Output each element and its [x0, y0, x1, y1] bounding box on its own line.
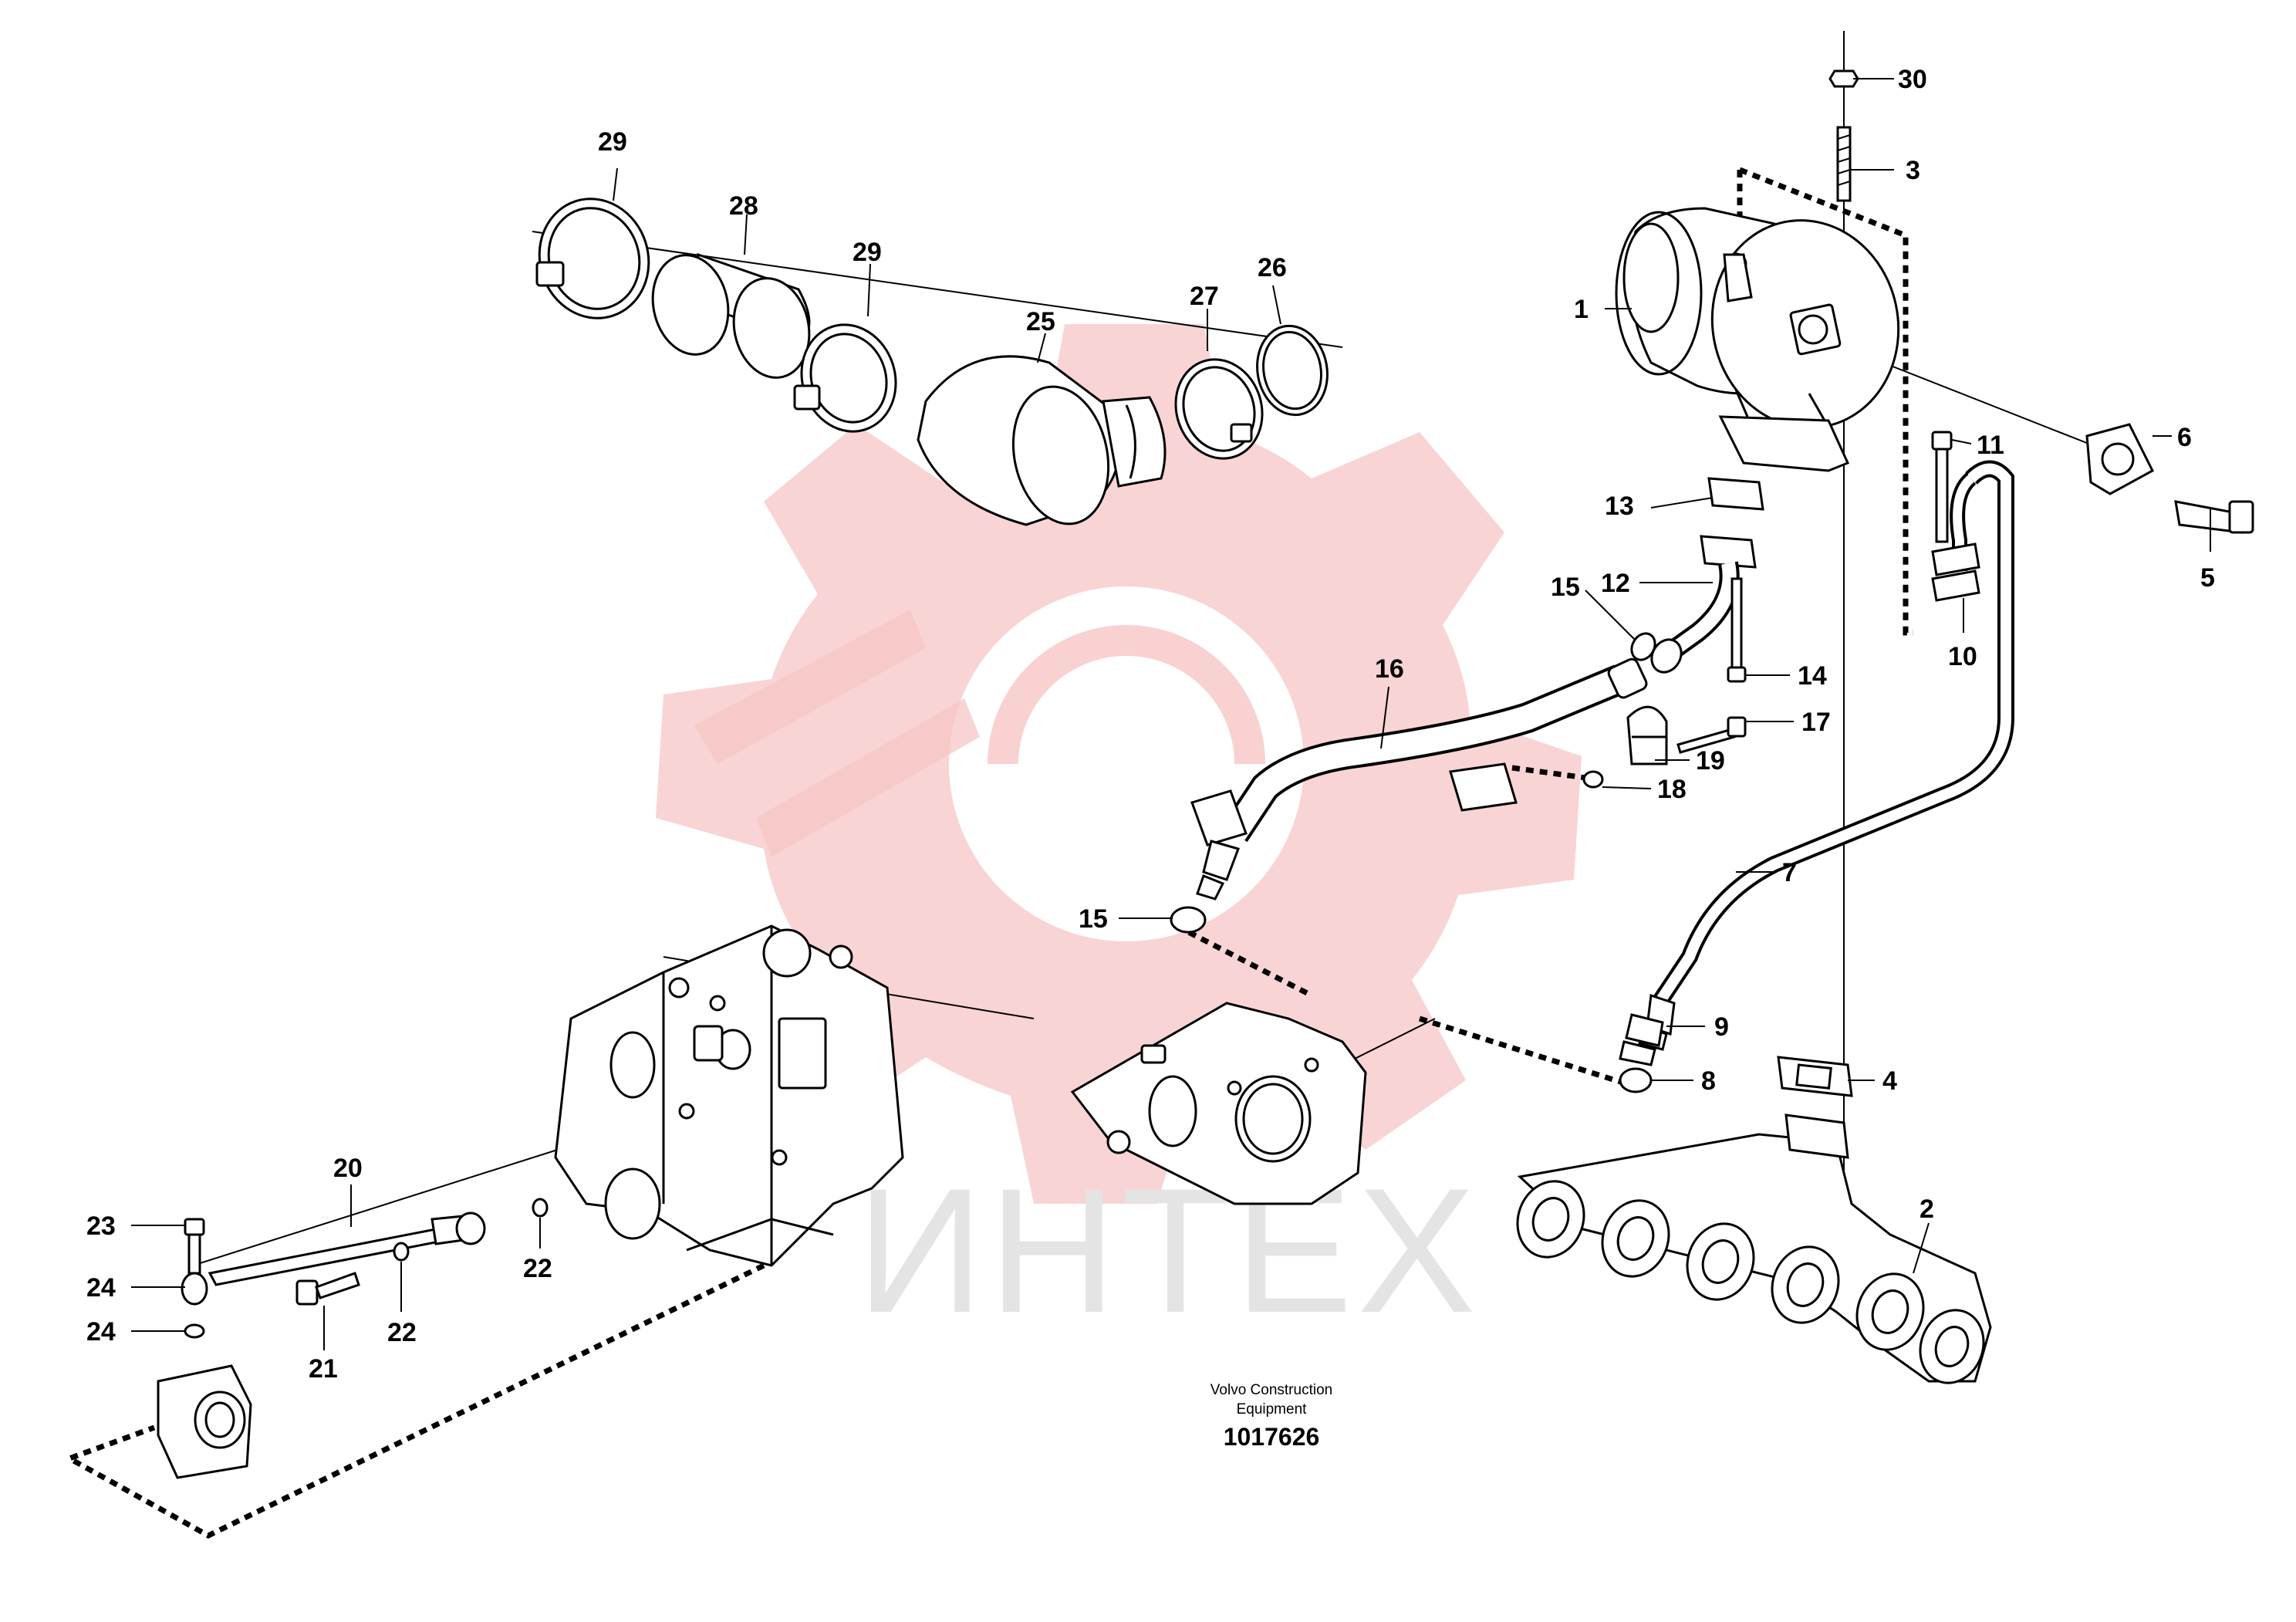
manifold-gasket-4 — [1777, 1056, 1853, 1097]
flange-gasket-6 — [2085, 423, 2154, 495]
engine-block-partial — [554, 924, 904, 1267]
callout-27: 27 — [1190, 282, 1219, 311]
callout-20: 20 — [333, 1154, 363, 1183]
callout-2: 2 — [1920, 1195, 1934, 1224]
callout-26: 26 — [1258, 253, 1287, 282]
callout-13: 13 — [1605, 492, 1634, 521]
diagram-caption: Volvo Construction Equipment 1017626 — [1210, 1382, 1332, 1451]
leader-lines — [131, 78, 2211, 1350]
washer-22a — [532, 1198, 549, 1218]
dashed-connection-lines — [62, 167, 1913, 1539]
bolt-11 — [1931, 431, 1953, 543]
callout-8: 8 — [1701, 1066, 1716, 1096]
flange-plate — [157, 1364, 252, 1479]
callout-23: 23 — [86, 1211, 116, 1241]
callout-22-left: 22 — [387, 1318, 417, 1347]
callout-1: 1 — [1574, 295, 1589, 324]
oil-pipe-7 — [1638, 460, 2014, 1051]
callout-29-right: 29 — [853, 238, 882, 267]
oil-pipe-flange-10 — [1931, 542, 1980, 602]
callout-17: 17 — [1801, 708, 1831, 737]
callout-15-upper: 15 — [1551, 573, 1580, 602]
return-hose-16 — [1190, 657, 1648, 901]
callout-6: 6 — [2177, 423, 2192, 452]
callout-29-left: 29 — [598, 127, 627, 157]
callout-7: 7 — [1782, 858, 1797, 887]
callout-11: 11 — [1977, 431, 2004, 460]
washer-24b — [184, 1323, 205, 1339]
intake-clamp-27 — [1174, 358, 1264, 460]
sealing-ring-15b — [1170, 906, 1207, 934]
watermark-text: ИНТЕХ — [856, 1151, 1481, 1350]
washer-22b — [393, 1242, 410, 1262]
callout-28: 28 — [729, 191, 758, 221]
turbo-stud-3 — [1836, 126, 1852, 202]
callout-12: 12 — [1601, 569, 1630, 598]
callout-16: 16 — [1375, 654, 1404, 684]
banjo-20 — [181, 1211, 486, 1306]
sealing-ring-8 — [1619, 1067, 1653, 1093]
intake-hose-28 — [651, 252, 811, 379]
cylinder-head-partial — [1070, 1002, 1367, 1205]
intake-clamp-29a — [535, 198, 650, 319]
intake-clamp-29b — [793, 323, 897, 433]
turbo-nut-30 — [1828, 69, 1859, 88]
callout-19: 19 — [1696, 746, 1725, 776]
callout-15-lower: 15 — [1079, 904, 1108, 934]
bolt-21 — [295, 1272, 360, 1306]
callout-14: 14 — [1798, 661, 1827, 691]
callout-18: 18 — [1657, 775, 1687, 804]
air-filter-element-25 — [917, 355, 1167, 526]
callout-22-right: 22 — [523, 1254, 552, 1283]
return-pipe-12 — [1650, 535, 1757, 674]
diagram-number: 1017626 — [1224, 1423, 1320, 1451]
callout-9: 9 — [1714, 1012, 1729, 1042]
callout-25: 25 — [1026, 307, 1055, 336]
sealing-ring-15a — [1630, 632, 1656, 661]
callout-labels: 30 3 1 6 5 11 10 13 12 14 15 15 16 17 19… — [86, 65, 2215, 1384]
callout-10: 10 — [1948, 642, 1977, 671]
bolt-23 — [184, 1218, 205, 1275]
exhaust-manifold-2 — [1516, 1113, 1992, 1384]
washer-18 — [1582, 770, 1604, 789]
callout-21: 21 — [309, 1354, 338, 1384]
flange-bolt-5 — [2174, 500, 2254, 534]
caption-line-2: Equipment — [1237, 1401, 1308, 1418]
o-ring-26 — [1256, 324, 1329, 417]
caption-line-1: Volvo Construction — [1210, 1382, 1332, 1398]
callout-3: 3 — [1906, 156, 1920, 185]
clamp-19 — [1626, 705, 1668, 765]
callout-24-upper: 24 — [86, 1273, 116, 1303]
gasket-13 — [1707, 477, 1764, 511]
bolt-17 — [1676, 716, 1747, 754]
turbocharger-1 — [1615, 207, 1900, 472]
callout-4: 4 — [1882, 1066, 1897, 1096]
callout-24-lower: 24 — [86, 1317, 116, 1347]
callout-30: 30 — [1898, 65, 1927, 94]
callout-5: 5 — [2200, 563, 2215, 593]
union-9 — [1619, 1013, 1664, 1066]
hose-bracket — [1449, 762, 1518, 812]
